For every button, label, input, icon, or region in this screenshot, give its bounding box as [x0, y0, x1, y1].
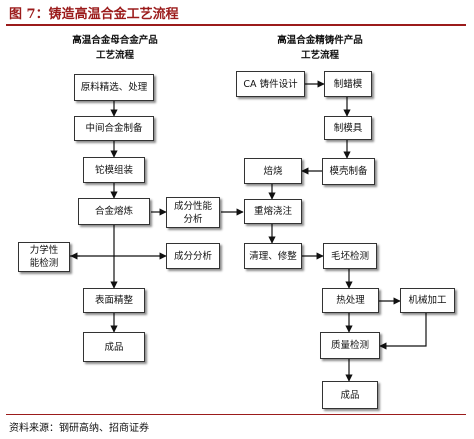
step-right-product: 成品 — [322, 381, 378, 409]
step-raw-material-label: 原料精选、处理 — [80, 82, 148, 93]
arrow-machining-to-quality — [379, 313, 427, 350]
step-roasting: 焙烧 — [244, 158, 302, 184]
performance-analysis-label: 成分性能 分析 — [173, 200, 212, 225]
step-blank-inspection: 毛坯检测 — [323, 243, 377, 269]
step-left-product-label: 成品 — [104, 341, 124, 353]
right-flow-heading: 高温合金精铸件产品 工艺流程 — [245, 33, 395, 63]
composition-analysis-label: 成分分析 — [173, 250, 212, 262]
step-right-product-label: 成品 — [340, 389, 360, 401]
step-heat-treatment-label: 热处理 — [336, 295, 365, 306]
step-clean-trim-label: 清理、修整 — [249, 250, 297, 262]
step-alloy-melting: 合金熔炼 — [78, 198, 150, 225]
performance-analysis: 成分性能 分析 — [166, 197, 220, 228]
step-blank-inspection-label: 毛坯检测 — [330, 250, 369, 262]
source-note: 资料来源：钢研高纳、招商证券 — [9, 423, 149, 434]
source-rule — [6, 414, 466, 415]
step-remelt-pour: 重熔浇注 — [244, 199, 302, 224]
step-roasting-label: 焙烧 — [263, 165, 283, 177]
step-mold-assembly: 铊模组装 — [83, 157, 145, 183]
step-intermediate-alloy: 中间合金制备 — [74, 116, 154, 141]
mechanical-property-test-label: 力学性 能检测 — [29, 245, 59, 269]
step-ca-design-label: CA 铸件设计 — [243, 78, 298, 90]
left-flow-heading: 高温合金母合金产品 工艺流程 — [40, 33, 190, 63]
title-rule — [6, 24, 466, 26]
step-raw-material: 原料精选、处理 — [74, 74, 154, 101]
step-shell-mold-label: 模壳制备 — [329, 166, 368, 177]
step-shell-making: 制模具 — [324, 116, 372, 140]
step-clean-trim: 清理、修整 — [244, 243, 302, 269]
step-alloy-melting-label: 合金熔炼 — [94, 206, 133, 217]
step-shell-making-label: 制模具 — [333, 122, 363, 134]
step-remelt-pour-label: 重熔浇注 — [253, 206, 292, 217]
step-machining-label: 机械加工 — [408, 295, 447, 306]
step-surface-finishing: 表面精整 — [83, 288, 145, 313]
step-shell-mold: 模壳制备 — [322, 158, 375, 185]
step-intermediate-alloy-label: 中间合金制备 — [85, 123, 143, 134]
right-heading-line2: 工艺流程 — [300, 50, 339, 61]
step-mold-assembly-label: 铊模组装 — [94, 164, 133, 176]
step-wax-mold-label: 制蜡模 — [333, 78, 363, 90]
step-machining: 机械加工 — [400, 288, 455, 313]
step-ca-design: CA 铸件设计 — [236, 71, 305, 97]
step-wax-mold: 制蜡模 — [324, 71, 372, 97]
figure-title: 图 7：铸造高温合金工艺流程 — [9, 7, 179, 22]
left-heading-line2: 工艺流程 — [95, 50, 134, 61]
step-quality-inspection: 质量检测 — [320, 332, 380, 359]
step-quality-inspection-label: 质量检测 — [330, 340, 369, 351]
step-heat-treatment: 热处理 — [322, 288, 379, 313]
mechanical-property-test: 力学性 能检测 — [18, 242, 70, 272]
step-left-product: 成品 — [83, 332, 145, 362]
composition-analysis: 成分分析 — [166, 243, 220, 269]
right-heading-line1: 高温合金精铸件产品 — [277, 35, 363, 46]
step-surface-finishing-label: 表面精整 — [94, 295, 133, 306]
left-heading-line1: 高温合金母合金产品 — [72, 35, 158, 46]
